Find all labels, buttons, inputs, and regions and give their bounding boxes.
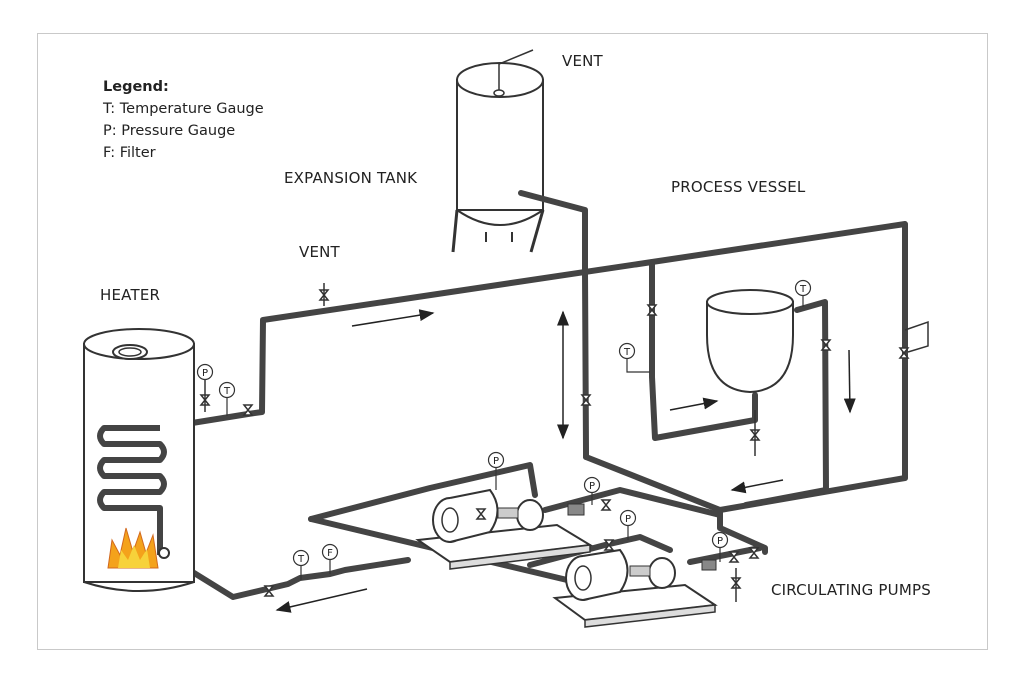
label-heater: HEATER: [100, 286, 161, 304]
pump-1: [415, 488, 593, 570]
valve-pump-2-discharge: [748, 547, 760, 559]
legend-item-pressure: P: Pressure Gauge: [103, 123, 236, 139]
valve-return: [263, 585, 275, 597]
filter-gauge-return: F: [321, 543, 339, 574]
pressure-gauge-pump-2-outlet: P: [711, 531, 729, 562]
heater: [83, 328, 195, 592]
legend-title: Legend:: [103, 79, 169, 95]
diagram-frame: [37, 33, 988, 650]
temperature-gauge-heater: T: [218, 381, 236, 416]
gauge-label: T: [623, 347, 631, 358]
pump-2: [552, 548, 718, 628]
gauges: P T T T P P P: [196, 279, 812, 580]
temperature-gauge-vessel-inlet: T: [618, 342, 650, 373]
flow-arrow: [669, 397, 719, 411]
label-vent-top: VENT: [562, 52, 603, 70]
gauge-label: F: [327, 548, 333, 559]
valve-pump-1-outlet: [600, 499, 612, 511]
valve-vessel-return: [820, 339, 832, 351]
gauge-label: P: [717, 536, 723, 547]
valve-pump-2-outlet: [728, 551, 740, 563]
pressure-gauge-heater: P: [196, 363, 214, 381]
pressure-gauge-pump-1-inlet: P: [487, 451, 505, 490]
label-circulating-pumps: CIRCULATING PUMPS: [771, 581, 931, 599]
flow-arrows: [275, 309, 856, 613]
label-process-vessel: PROCESS VESSEL: [671, 178, 806, 196]
gauge-label: T: [223, 386, 231, 397]
valves: [199, 289, 910, 597]
valve-vessel-branch: [646, 304, 658, 316]
gauge-label: T: [297, 554, 305, 565]
valve-pump-2-inlet: [603, 539, 615, 551]
label-vent-left: VENT: [299, 243, 340, 261]
pressure-gauge-pump-1-outlet: P: [583, 476, 601, 505]
gauge-label: P: [202, 368, 208, 379]
flow-arrow: [843, 349, 856, 414]
legend-item-filter: F: Filter: [103, 145, 156, 161]
legend-item-temperature: T: Temperature Gauge: [103, 101, 264, 117]
flame-icon: [107, 527, 159, 569]
flow-arrow: [275, 588, 368, 613]
gauge-label: P: [625, 514, 631, 525]
legend: Legend: T: Temperature Gauge P: Pressure…: [103, 76, 264, 164]
valve-bypass: [898, 347, 910, 359]
filter-pump-1: [567, 503, 585, 516]
gauge-label: P: [493, 456, 499, 467]
gauge-label: P: [589, 481, 595, 492]
filter-pump-2: [701, 559, 717, 571]
gauge-label: T: [799, 284, 807, 295]
valve-heater-outlet: [242, 404, 254, 416]
temperature-gauge-return: T: [292, 549, 310, 580]
flow-arrow: [351, 309, 435, 327]
valve-pump-1-inlet: [475, 508, 487, 520]
temperature-gauge-vessel-outlet: T: [794, 279, 812, 307]
label-expansion-tank: EXPANSION TANK: [284, 169, 418, 187]
pressure-gauge-pump-2-inlet: P: [619, 509, 637, 540]
expansion-tank: [451, 49, 545, 253]
valve-main-riser: [580, 394, 592, 406]
flow-arrow: [730, 479, 784, 494]
process-vessel: [706, 289, 794, 394]
